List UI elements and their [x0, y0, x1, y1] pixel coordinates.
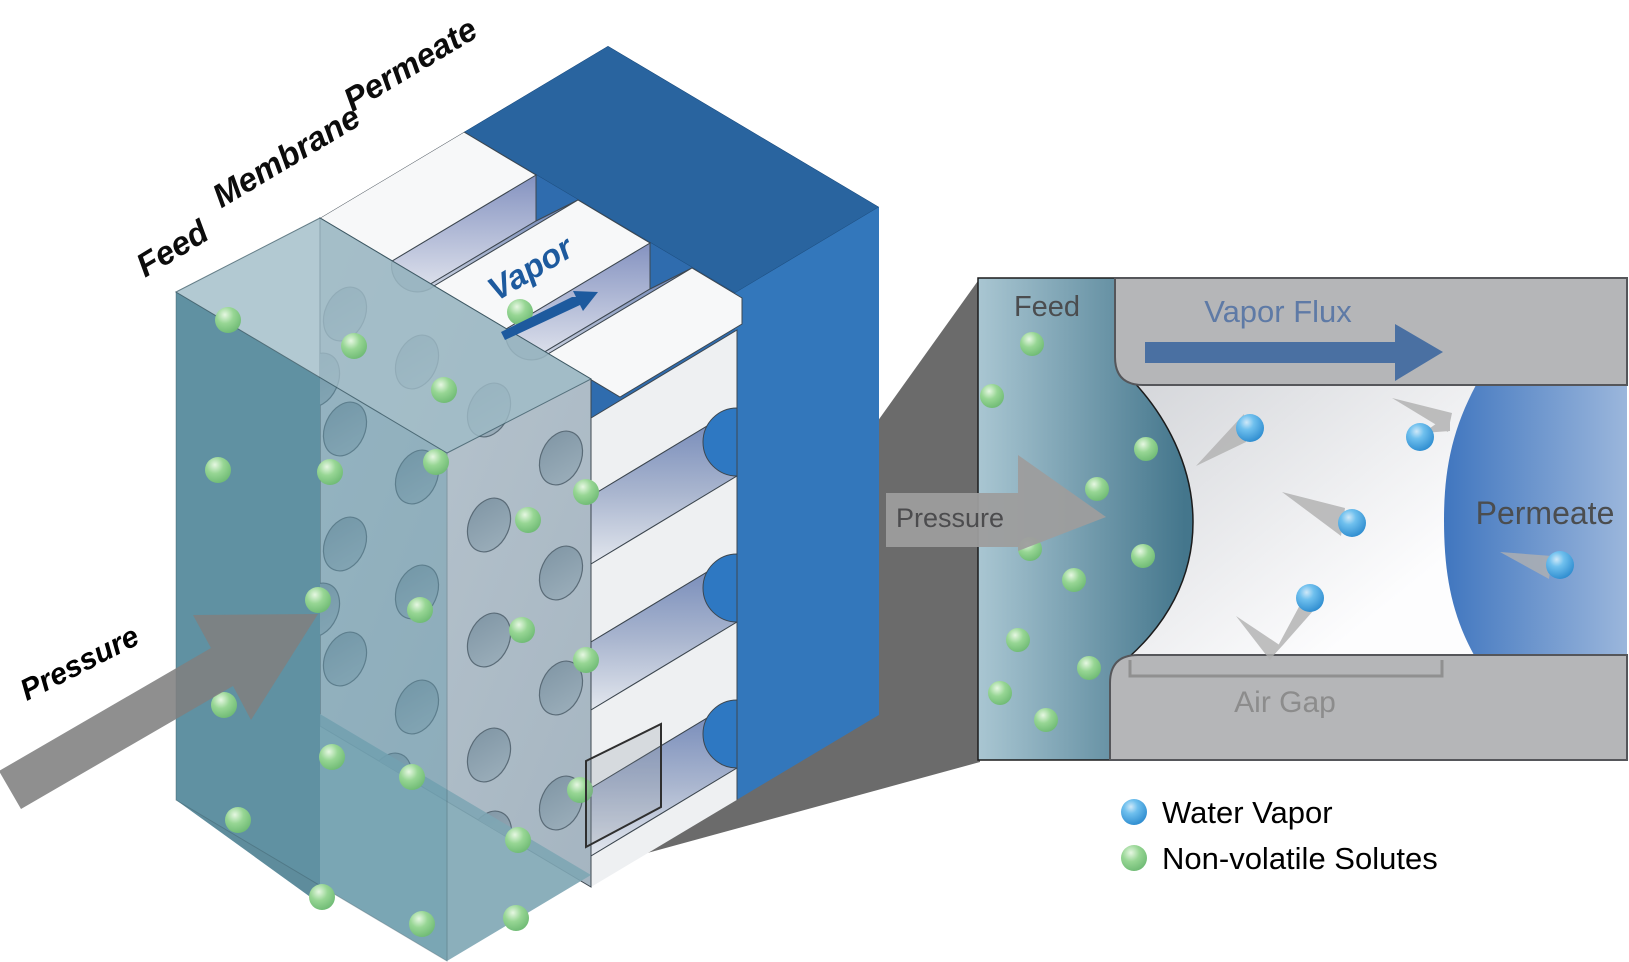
solute-sphere — [211, 692, 237, 718]
pressure-label-3d: Pressure — [15, 620, 144, 708]
solute-sphere — [503, 905, 529, 931]
membrane-pore — [322, 401, 368, 457]
solute-sphere — [431, 377, 457, 403]
solute-sphere — [980, 384, 1004, 408]
membrane-label-3d: Membrane — [206, 98, 367, 215]
vapor-flux-arrow — [1145, 324, 1443, 381]
membrane-pore — [538, 545, 584, 601]
solute-sphere — [205, 457, 231, 483]
membrane-corrugation — [320, 131, 743, 887]
legend-label-solutes: Non-volatile Solutes — [1162, 841, 1438, 876]
legend-item-water-vapor: Water Vapor — [1121, 795, 1333, 830]
solute-sphere — [515, 507, 541, 533]
solute-sphere — [1034, 708, 1058, 732]
vapor-trail — [1500, 552, 1552, 579]
vapor-trail — [1236, 616, 1281, 660]
solute-sphere — [1085, 477, 1109, 501]
air-gap-label: Air Gap — [1234, 686, 1336, 719]
solute-sphere — [407, 597, 433, 623]
iso-feed-block — [174, 217, 593, 962]
vapor-trail — [1272, 603, 1313, 657]
detail-pressure-label: Pressure — [896, 503, 1004, 533]
solute-spheres-3d — [205, 299, 599, 937]
legend: Water Vapor Non-volatile Solutes — [1121, 795, 1438, 876]
solute-sphere — [409, 911, 435, 937]
groove-water-end — [702, 407, 738, 477]
solute-sphere — [1020, 332, 1044, 356]
membrane-pore — [322, 631, 368, 687]
vapor-flux-label: Vapor Flux — [1204, 294, 1352, 329]
membrane-pore — [466, 727, 512, 783]
solute-sphere — [305, 587, 331, 613]
feed-label-3d: Feed — [130, 212, 216, 284]
groove-water-end — [702, 699, 738, 769]
feed-front-left-region — [176, 292, 320, 904]
vapor-trail — [1196, 414, 1246, 466]
solute-sphere — [341, 333, 367, 359]
vapor-arrow — [501, 291, 598, 340]
vapor-trail — [1282, 492, 1345, 536]
solute-sphere — [988, 681, 1012, 705]
water-vapor-droplet — [1236, 414, 1264, 442]
solute-sphere — [423, 449, 449, 475]
solute-spheres-detail — [980, 332, 1158, 732]
water-vapor-droplets — [1236, 414, 1574, 612]
membrane-pore — [322, 516, 368, 572]
legend-swatch-water-vapor — [1121, 799, 1147, 825]
solute-sphere — [399, 764, 425, 790]
detail-pressure-arrow: Pressure — [886, 455, 1106, 551]
membrane-pore — [394, 679, 440, 735]
detail-permeate-region — [1444, 385, 1627, 655]
membrane-pore — [538, 660, 584, 716]
membrane-pore — [466, 497, 512, 553]
zoom-source-box — [585, 722, 662, 849]
solute-sphere — [1006, 628, 1030, 652]
water-vapor-droplet — [1546, 551, 1574, 579]
solute-sphere — [509, 617, 535, 643]
membrane-pore — [466, 612, 512, 668]
feed-top-face — [174, 217, 593, 454]
solute-sphere — [225, 807, 251, 833]
solute-sphere — [573, 479, 599, 505]
solute-sphere — [317, 459, 343, 485]
iso-assembly: Pressure Vapor Feed Membrane Permeate — [0, 10, 879, 962]
solute-sphere — [573, 647, 599, 673]
solute-sphere — [309, 884, 335, 910]
solute-sphere — [1134, 437, 1158, 461]
vapor-trails — [1196, 398, 1552, 660]
solute-sphere — [505, 827, 531, 853]
pressure-arrow-3d — [0, 614, 318, 809]
solute-sphere — [507, 299, 533, 325]
water-vapor-droplet — [1406, 423, 1434, 451]
groove-water-end — [702, 553, 738, 623]
feed-label-detail: Feed — [1014, 291, 1080, 323]
legend-label-water-vapor: Water Vapor — [1162, 795, 1333, 830]
permeate-label-3d: Permeate — [337, 10, 483, 118]
water-vapor-droplet — [1296, 584, 1324, 612]
detail-bottom-plate — [1109, 654, 1628, 761]
detail-panel: Pressure Vapor Flux Air Gap Feed Permeat… — [886, 277, 1628, 761]
membrane-pore — [538, 430, 584, 486]
detail-top-plate — [1114, 277, 1628, 386]
solute-sphere — [1062, 568, 1086, 592]
solute-sphere — [1077, 656, 1101, 680]
legend-swatch-solutes — [1121, 845, 1147, 871]
air-gap-bracket — [1128, 660, 1444, 678]
solute-sphere — [319, 744, 345, 770]
solute-sphere — [1131, 544, 1155, 568]
legend-item-solutes: Non-volatile Solutes — [1121, 841, 1438, 876]
permeate-right-face — [735, 207, 879, 801]
water-vapor-droplet — [1338, 509, 1366, 537]
permeate-label-detail: Permeate — [1476, 495, 1615, 531]
solute-sphere — [215, 307, 241, 333]
ridge-top — [547, 267, 743, 398]
